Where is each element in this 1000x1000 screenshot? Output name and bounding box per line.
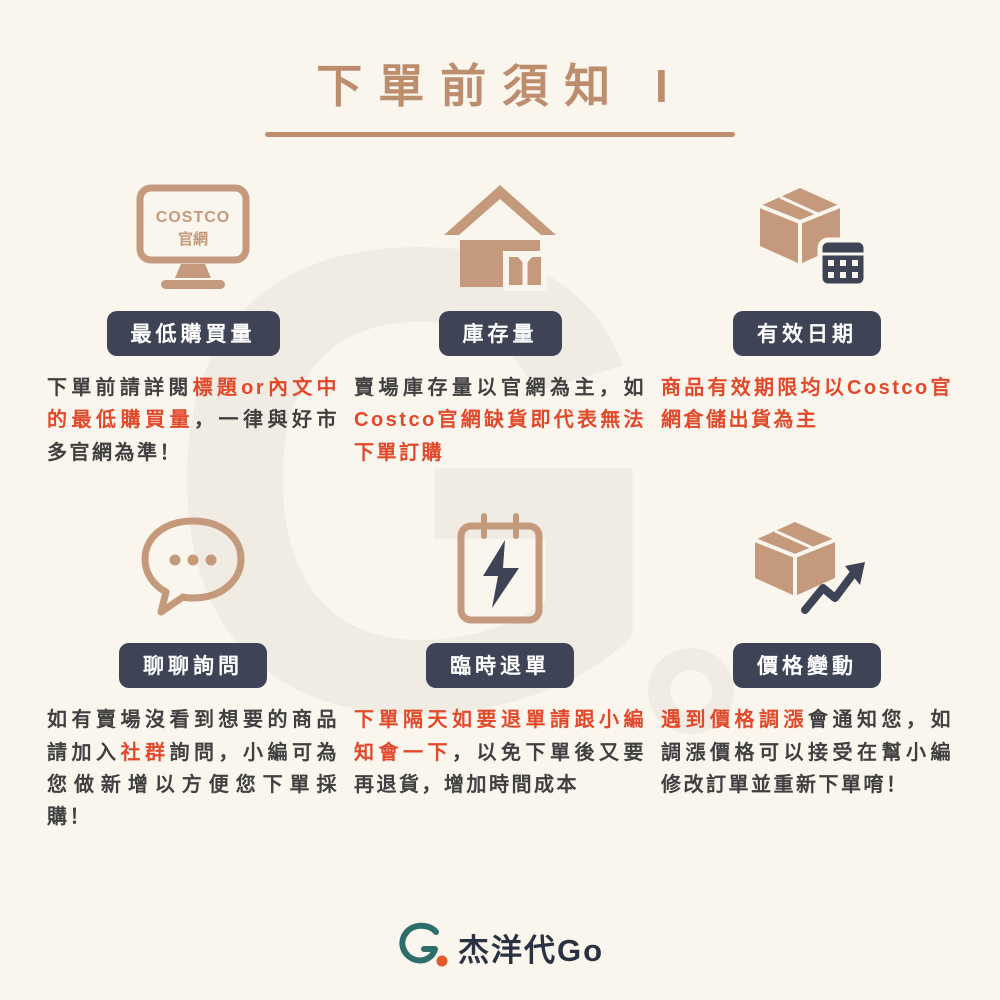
section-label-pill: 有效日期 <box>733 311 881 356</box>
section-stock-qty: 庫存量 賣場庫存量以官網為主，如Costco官網缺貨即代表無法下單訂購 <box>354 171 646 469</box>
section-body-text: 如有賣場沒看到想要的商品請加入社群詢問，小編可為您做新增以方便您下單採購！ <box>47 709 339 829</box>
page-title: 下單前須知 I <box>316 60 684 112</box>
clipboard-lightning-icon <box>444 503 556 635</box>
sections-grid: COSTCO 官網 最低購買量 下單前請詳閱標題or內文中的最低購買量，一律與好… <box>47 171 953 834</box>
section-label-pill: 價格變動 <box>733 643 881 689</box>
monitor-screen-text-1: COSTCO <box>156 209 230 226</box>
section-body-text: 遇到價格調漲會通知您，如調漲價格可以接受在幫小編修改訂單並重新下單唷！ <box>661 709 953 796</box>
brand-footer: 杰洋代Go <box>0 921 1000 974</box>
section-price-change: 價格變動 遇到價格調漲會通知您，如調漲價格可以接受在幫小編修改訂單並重新下單唷！ <box>661 503 953 834</box>
box-calendar-icon <box>742 171 872 303</box>
section-label-pill: 聊聊詢問 <box>119 643 267 689</box>
title-underline <box>265 132 735 137</box>
section-label: 庫存量 <box>462 323 538 346</box>
section-label: 聊聊詢問 <box>143 655 243 679</box>
chat-bubble-icon <box>132 503 254 635</box>
section-order-cancellation: 臨時退單 下單隔天如要退單請跟小編知會一下，以免下單後又要再退貨，增加時間成本 <box>354 503 646 834</box>
section-label: 臨時退單 <box>450 655 550 679</box>
section-label: 價格變動 <box>757 655 857 679</box>
section-min-purchase-qty: COSTCO 官網 最低購買量 下單前請詳閱標題or內文中的最低購買量，一律與好… <box>47 171 339 469</box>
section-label-pill: 最低購買量 <box>106 311 280 356</box>
box-trend-arrow-icon <box>741 503 873 635</box>
section-chat-inquiry: 聊聊詢問 如有賣場沒看到想要的商品請加入社群詢問，小編可為您做新增以方便您下單採… <box>47 503 339 834</box>
page-header: 下單前須知 I <box>0 0 1000 137</box>
monitor-screen-text-2: 官網 <box>178 230 208 248</box>
brand-logo-icon <box>396 921 448 974</box>
section-body-text: 商品有效期限均以Costco官網倉儲出貨為主 <box>661 377 953 432</box>
house-box-icon <box>437 171 563 303</box>
section-label-pill: 臨時退單 <box>426 643 574 689</box>
section-body-text: 下單前請詳閱標題or內文中的最低購買量，一律與好市多官網為準！ <box>47 377 340 464</box>
section-body-text: 賣場庫存量以官網為主，如Costco官網缺貨即代表無法下單訂購 <box>354 377 646 464</box>
section-label: 最低購買量 <box>130 323 256 346</box>
brand-name: 杰洋代Go <box>457 933 605 968</box>
section-label: 有效日期 <box>757 323 857 346</box>
watermark-g-logo: G <box>160 111 674 848</box>
costco-monitor-icon: COSTCO 官網 <box>133 171 253 303</box>
section-expiry-date: 有效日期 商品有效期限均以Costco官網倉儲出貨為主 <box>661 171 953 469</box>
section-body-text: 下單隔天如要退單請跟小編知會一下，以免下單後又要再退貨，增加時間成本 <box>354 709 646 796</box>
section-label-pill: 庫存量 <box>438 311 562 356</box>
